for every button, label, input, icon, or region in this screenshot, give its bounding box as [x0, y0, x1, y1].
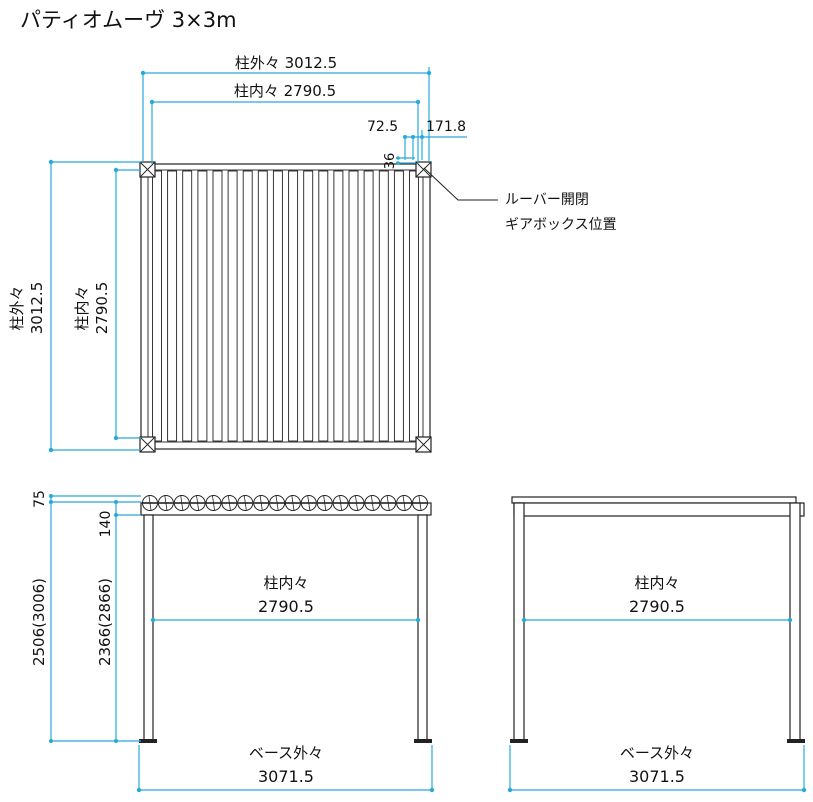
dim-front-inner-width: 柱内々 2790.5 — [150, 574, 421, 623]
louver-slat — [167, 170, 178, 442]
louver-slat — [288, 170, 299, 442]
side-base-label: ベース外々 — [620, 744, 694, 762]
plan-inner-frame — [147, 169, 424, 443]
louver-slat — [348, 170, 359, 442]
louver-slat — [303, 170, 314, 442]
dim-post-inner-v-value: 2790.5 — [93, 282, 111, 335]
louver-slats — [152, 170, 419, 442]
louver-slat — [257, 170, 268, 442]
dim-72-5: 72.5 — [367, 119, 398, 135]
louver-slat — [197, 170, 208, 442]
louver-profile — [221, 495, 238, 511]
side-roof-top — [511, 496, 797, 504]
gearbox-note-line2: ギアボックス位置 — [505, 217, 617, 233]
louver-profile — [253, 495, 270, 511]
dim-gearbox-offsets: 72.5 171.8 36 — [367, 119, 467, 169]
louver-slat — [363, 170, 374, 442]
louver-slat — [333, 170, 344, 442]
side-base-value: 3071.5 — [629, 767, 685, 786]
post-bottom-right — [415, 436, 432, 453]
louver-profile — [269, 495, 286, 511]
dim-post-inner-vertical: 柱内々 2790.5 — [73, 167, 141, 441]
louver-profiles — [142, 495, 428, 511]
side-roof-beam — [513, 502, 805, 517]
louver-profile — [412, 495, 428, 511]
front-view: 75 2506(3006) 140 2366(2866) 柱内々 2790.5 … — [30, 490, 435, 793]
louver-slat — [409, 170, 419, 442]
louver-slat — [378, 170, 389, 442]
louver-profile — [332, 495, 349, 511]
side-view: 柱内々 2790.5 ベース外々 3071.5 — [507, 496, 807, 793]
dim-post-outer-v-label: 柱外々 — [8, 285, 26, 330]
dim-height-outer-label: 2506(3006) — [30, 578, 48, 666]
dim-post-outer-v-value: 3012.5 — [28, 282, 46, 335]
louver-slat — [212, 170, 223, 442]
louver-profile — [396, 495, 413, 511]
louver-slat — [182, 170, 193, 442]
louver-profile — [300, 495, 317, 511]
front-inner-label: 柱内々 — [263, 574, 308, 592]
front-base-value: 3071.5 — [258, 767, 314, 786]
dim-height-outer: 75 2506(3006) — [30, 490, 141, 743]
louver-profile — [157, 495, 174, 511]
front-base-right — [414, 739, 432, 743]
post-bottom-left — [139, 436, 156, 453]
dim-171-8: 171.8 — [426, 119, 466, 135]
front-base-label: ベース外々 — [249, 744, 323, 762]
dim-post-outer-label: 柱外々 3012.5 — [235, 54, 337, 72]
louver-profile — [316, 495, 333, 511]
plan-view: 柱外々 3012.5 柱内々 2790.5 72.5 171.8 36 — [8, 54, 617, 453]
louver-profile — [205, 495, 222, 511]
post-top-right — [415, 161, 432, 178]
dim-side-inner-width: 柱内々 2790.5 — [521, 574, 793, 623]
dim-post-outer-horizontal: 柱外々 3012.5 — [140, 54, 432, 162]
louver-slat — [242, 170, 253, 442]
dim-75: 75 — [32, 490, 48, 508]
louver-slat — [318, 170, 329, 442]
louver-profile — [380, 495, 397, 511]
front-base-left — [139, 739, 157, 743]
dim-post-outer-vertical: 柱外々 3012.5 — [8, 159, 141, 453]
dim-height-inner-label: 2366(2866) — [96, 578, 114, 666]
dim-side-base-width: ベース外々 3071.5 — [507, 744, 807, 793]
louver-profile — [189, 495, 206, 511]
front-post-right — [417, 514, 428, 741]
gearbox-note-line1: ルーバー開閉 — [505, 192, 589, 208]
louver-profile — [142, 495, 158, 511]
side-base-right — [787, 739, 805, 743]
dim-140: 140 — [98, 511, 114, 538]
side-base-left — [510, 739, 528, 743]
drawing-title: パティオムーヴ 3×3m — [20, 8, 237, 32]
front-post-left — [143, 514, 154, 741]
side-inner-value: 2790.5 — [629, 597, 685, 616]
louver-slat — [227, 170, 238, 442]
post-top-left — [139, 161, 156, 178]
louver-profile — [364, 495, 381, 511]
side-inner-label: 柱内々 — [634, 574, 679, 592]
louver-slat — [272, 170, 283, 442]
dim-front-base-width: ベース外々 3071.5 — [136, 744, 435, 793]
louver-profile — [348, 495, 365, 511]
dim-height-inner: 140 2366(2866) — [96, 500, 141, 743]
louver-profile — [173, 495, 190, 511]
gearbox-leader: ルーバー開閉 ギアボックス位置 — [423, 167, 617, 233]
louver-slat — [393, 170, 404, 442]
louver-profile — [284, 495, 301, 511]
dim-post-inner-horizontal: 柱内々 2790.5 — [149, 82, 421, 164]
dim-post-inner-label: 柱内々 2790.5 — [234, 82, 336, 100]
louver-slat — [152, 170, 162, 442]
louver-profile — [237, 495, 254, 511]
dim-36: 36 — [383, 153, 398, 170]
dim-post-inner-v-label: 柱内々 — [73, 285, 91, 330]
front-inner-value: 2790.5 — [258, 597, 314, 616]
